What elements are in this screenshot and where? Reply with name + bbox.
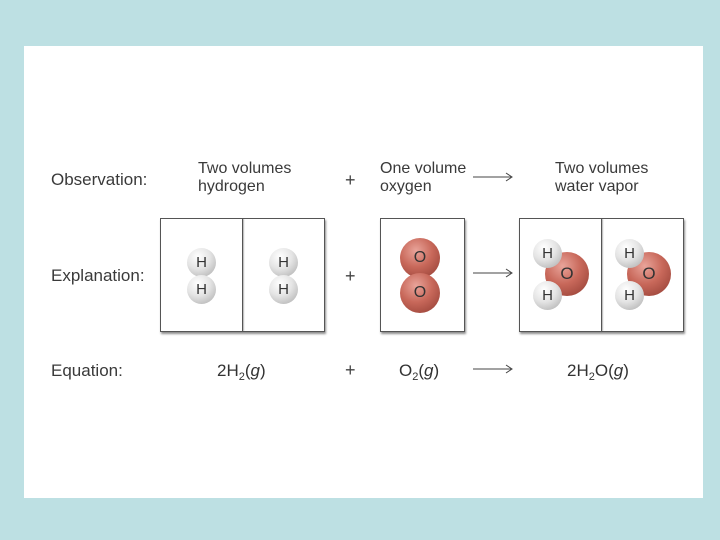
observation-oxygen: One volume oxygen (380, 160, 466, 196)
observation-oxygen-line2: oxygen (380, 178, 432, 195)
hydrogen-atom: H (269, 248, 298, 277)
observation-oxygen-line1: One volume (380, 160, 467, 177)
oxygen-box: O O (380, 218, 465, 332)
oxygen-atom: O (400, 273, 440, 313)
observation-water-line2: water vapor (555, 178, 639, 195)
equation-hydrogen: 2H2(g) (217, 361, 266, 383)
slide-panel: Observation: Explanation: Equation: Two … (24, 46, 703, 498)
equation-oxygen-subscript: 2 (412, 371, 419, 383)
equation-water-oxygen: O (594, 361, 609, 380)
equation-oxygen-symbol: O (399, 361, 413, 380)
equation-arrow (473, 364, 513, 374)
observation-water: Two volumes water vapor (555, 160, 648, 196)
water-box: O H H O H H (519, 218, 684, 332)
observation-plus: + (345, 170, 356, 190)
hydrogen-atom: H (187, 248, 216, 277)
hydrogen-atom: H (615, 281, 644, 310)
equation-water-state: g (613, 361, 624, 380)
equation-label: Equation: (51, 361, 123, 380)
observation-water-line1: Two volumes (555, 160, 649, 177)
observation-hydrogen: Two volumes hydrogen (198, 160, 291, 196)
equation-water-subscript: 2 (588, 371, 595, 383)
water-box-divider (601, 219, 602, 331)
hydrogen-atom: H (615, 239, 644, 268)
hydrogen-atom: H (533, 239, 562, 268)
oxygen-atom: O (400, 238, 440, 278)
explanation-arrow (473, 268, 513, 278)
equation-hydrogen-symbol: 2H (217, 361, 239, 380)
equation-plus: + (345, 360, 356, 380)
explanation-plus: + (345, 266, 356, 286)
hydrogen-box: H H H H (160, 218, 325, 332)
observation-hydrogen-line1: Two volumes (198, 160, 292, 177)
hydrogen-box-divider (242, 219, 243, 331)
observation-arrow (473, 172, 513, 182)
equation-water-symbol: 2H (567, 361, 589, 380)
observation-hydrogen-line2: hydrogen (198, 178, 265, 195)
equation-oxygen-state: g (424, 361, 434, 380)
equation-water: 2H2O(g) (567, 361, 629, 383)
equation-oxygen: O2(g) (399, 361, 440, 383)
equation-hydrogen-state: g (250, 361, 260, 380)
hydrogen-atom: H (533, 281, 562, 310)
observation-label: Observation: (51, 170, 148, 189)
equation-hydrogen-subscript: 2 (238, 371, 245, 383)
hydrogen-atom: H (187, 275, 216, 304)
explanation-label: Explanation: (51, 266, 145, 285)
hydrogen-atom: H (269, 275, 298, 304)
